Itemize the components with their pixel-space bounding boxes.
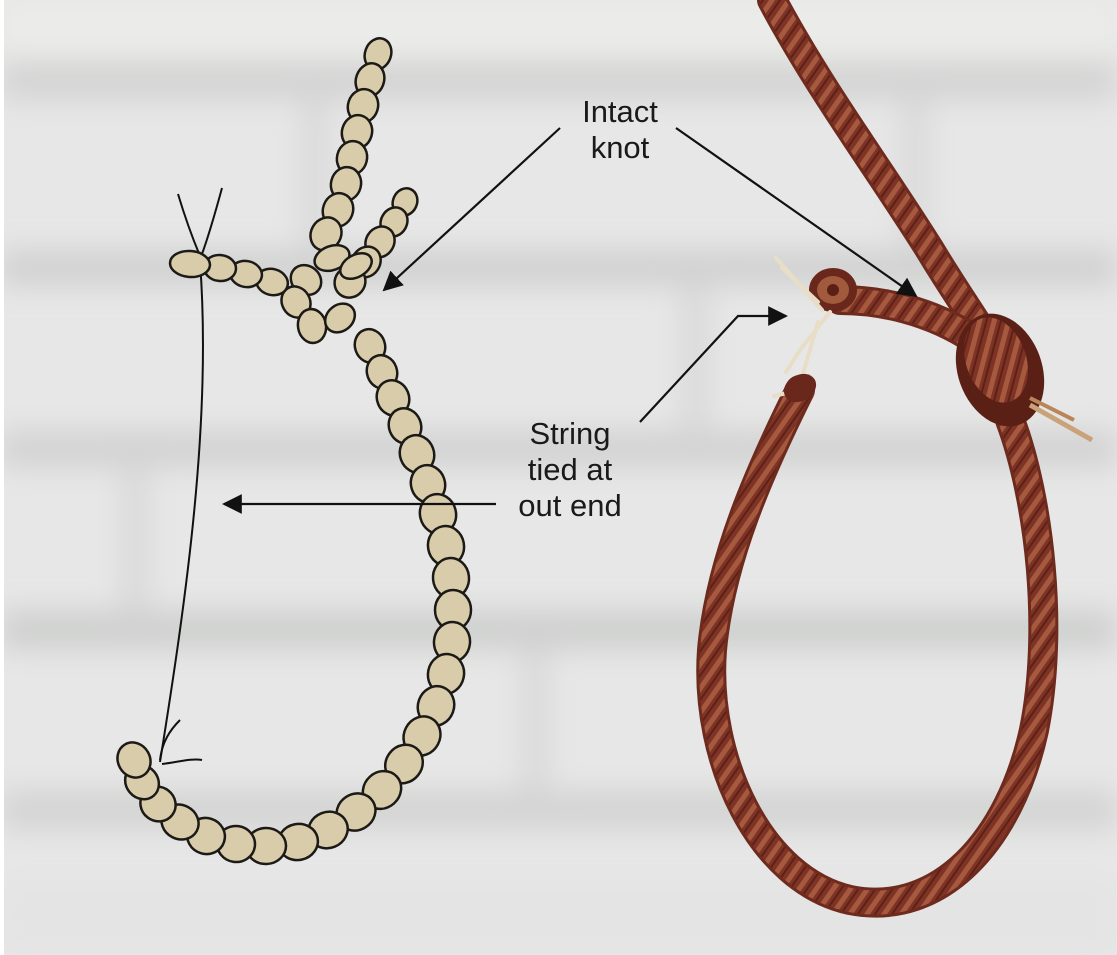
intact-knot-label: Intact knot	[540, 94, 700, 166]
string-tied-label: String tied at out end	[490, 416, 650, 524]
